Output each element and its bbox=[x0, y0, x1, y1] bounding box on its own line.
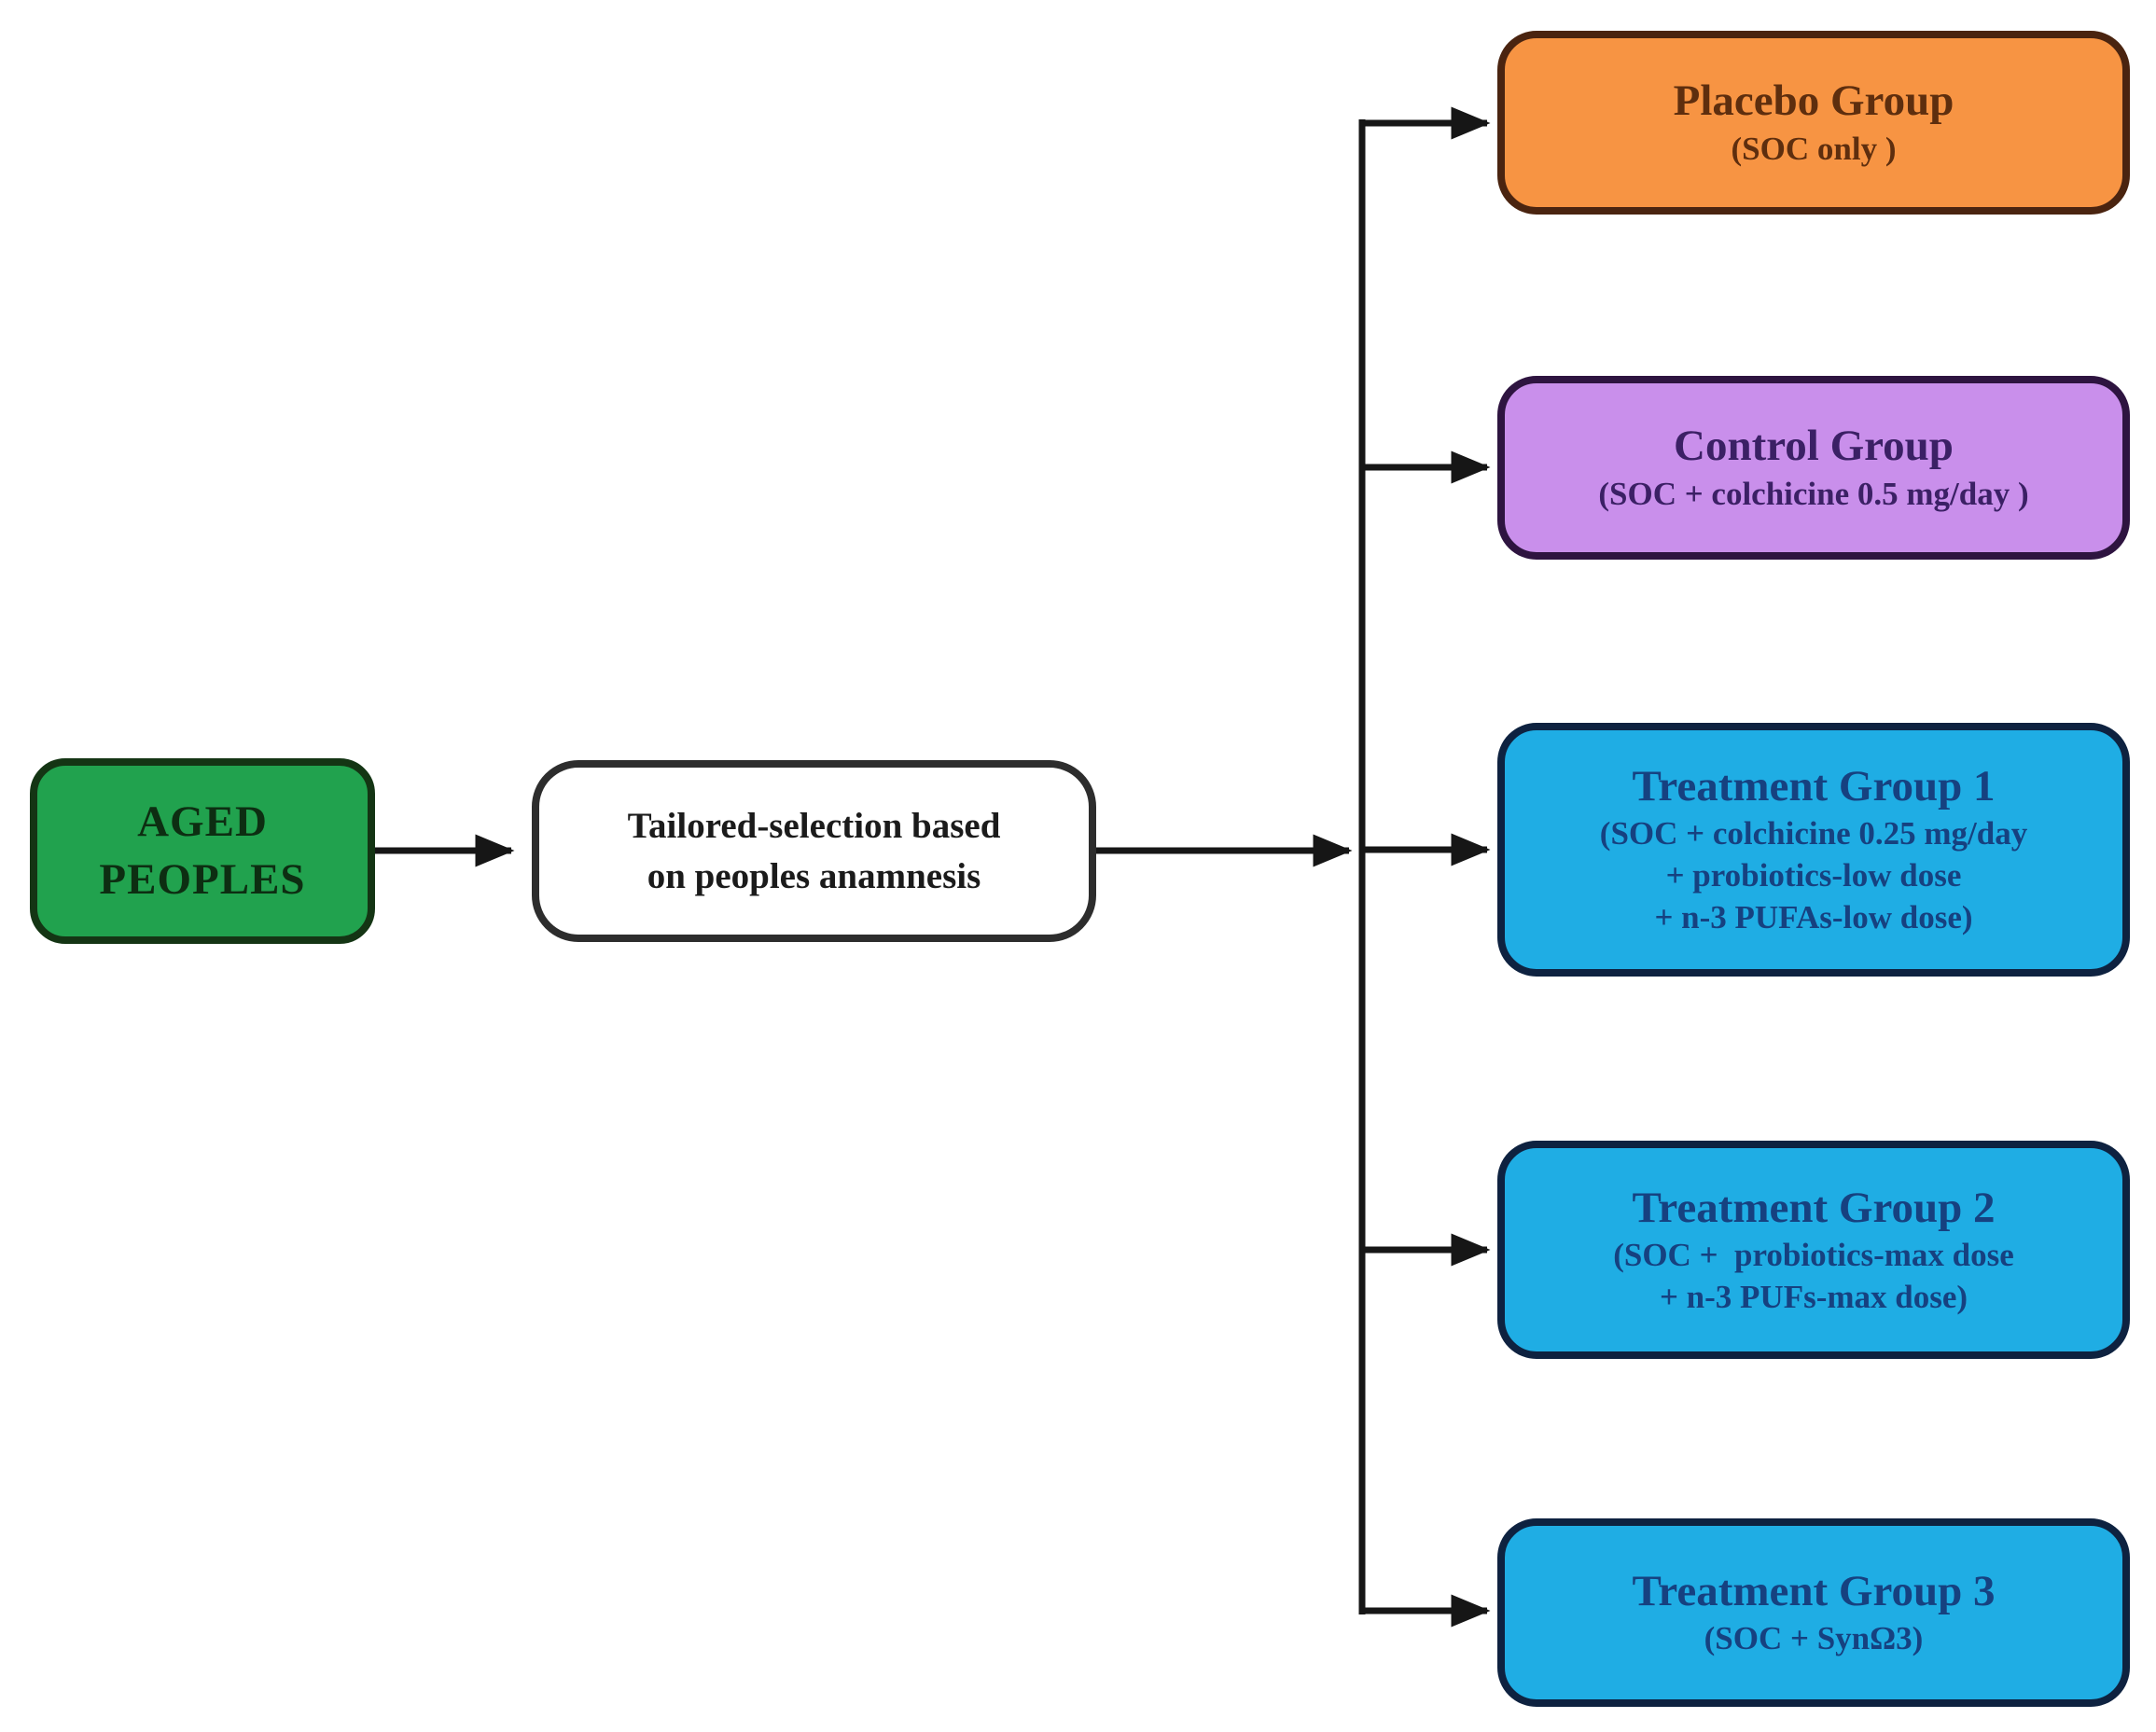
aged-peoples-node: AGED PEOPLES bbox=[30, 758, 375, 944]
treatment-group-1-detail-2: + probiotics-low dose bbox=[1665, 857, 1962, 894]
tailored-selection-line-1: Tailored-selection based bbox=[627, 805, 1001, 846]
aged-peoples-line-1: AGED bbox=[137, 797, 268, 847]
treatment-group-3-title: Treatment Group 3 bbox=[1632, 1566, 1996, 1615]
treatment-group-1-detail-1: (SOC + colchicine 0.25 mg/day bbox=[1599, 815, 2028, 852]
tailored-selection-line-2: on peoples anamnesis bbox=[647, 855, 981, 896]
treatment-group-2-title: Treatment Group 2 bbox=[1632, 1183, 1996, 1232]
treatment-group-3-node: Treatment Group 3 (SOC + SynΩ3) bbox=[1497, 1518, 2130, 1707]
control-group-detail: (SOC + colchicine 0.5 mg/day ) bbox=[1598, 475, 2029, 512]
treatment-group-2-detail-2: + n-3 PUFs-max dose) bbox=[1659, 1278, 1968, 1315]
treatment-group-3-detail: (SOC + SynΩ3) bbox=[1704, 1620, 1924, 1657]
control-group-title: Control Group bbox=[1674, 422, 1954, 471]
treatment-group-1-detail-3: + n-3 PUFAs-low dose) bbox=[1654, 899, 1973, 936]
aged-peoples-line-2: PEOPLES bbox=[99, 854, 306, 904]
placebo-group-detail: (SOC only ) bbox=[1731, 130, 1897, 167]
tailored-selection-node: Tailored-selection based on peoples anam… bbox=[532, 760, 1096, 942]
treatment-group-1-title: Treatment Group 1 bbox=[1632, 762, 1996, 811]
control-group-node: Control Group (SOC + colchicine 0.5 mg/d… bbox=[1497, 376, 2130, 560]
treatment-group-2-detail-1: (SOC + probiotics-max dose bbox=[1613, 1236, 2014, 1273]
placebo-group-node: Placebo Group (SOC only ) bbox=[1497, 31, 2130, 215]
treatment-group-2-node: Treatment Group 2 (SOC + probiotics-max … bbox=[1497, 1141, 2130, 1359]
placebo-group-title: Placebo Group bbox=[1673, 76, 1954, 126]
treatment-group-1-node: Treatment Group 1 (SOC + colchicine 0.25… bbox=[1497, 723, 2130, 977]
